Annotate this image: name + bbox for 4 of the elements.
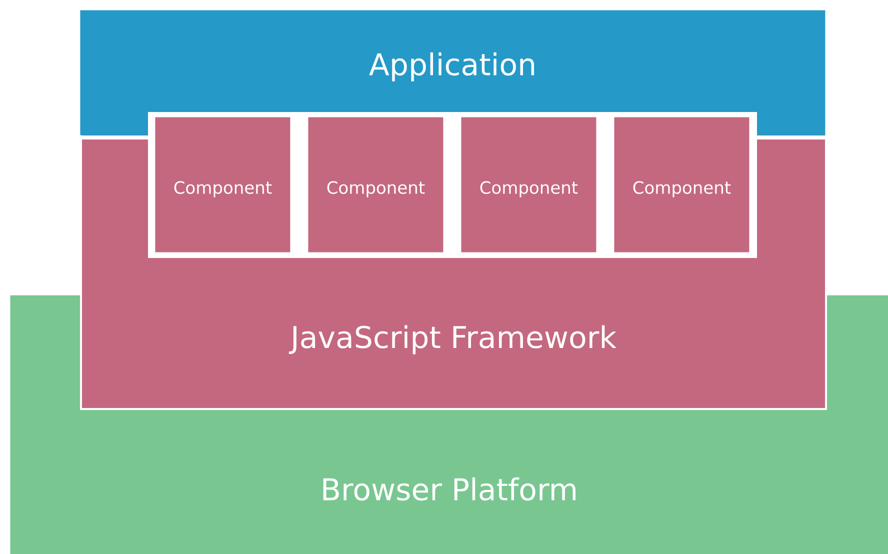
component-box: Component: [308, 117, 444, 252]
component-box: Component: [155, 117, 290, 252]
component-box: Component: [461, 117, 596, 252]
component-box: Component: [614, 117, 750, 252]
